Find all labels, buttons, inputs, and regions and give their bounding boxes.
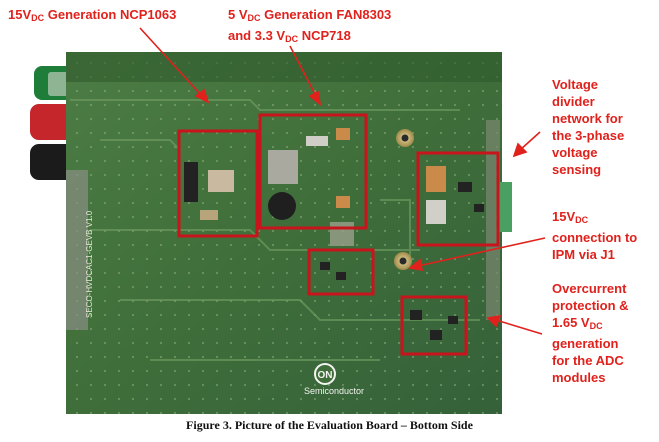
annotation-line: Voltage xyxy=(552,77,598,92)
annotation-text: NCP718 xyxy=(298,28,351,43)
highlight-ncp1063 xyxy=(177,129,259,238)
logo-text: ON xyxy=(318,370,333,381)
onsemi-logo: ON Semiconductor xyxy=(304,363,364,396)
black-terminal xyxy=(30,144,76,180)
brand-text: Semiconductor xyxy=(304,386,364,396)
annotation-line: network for xyxy=(552,111,623,126)
annotation-line: the 3-phase xyxy=(552,128,625,143)
annotation-subscript: DC xyxy=(575,215,589,225)
red-terminal xyxy=(30,104,76,140)
annotation-line: 1.65 VDC xyxy=(552,314,629,335)
right-connector xyxy=(498,182,512,232)
annotation-line: modules xyxy=(552,370,606,385)
annotation-line: protection & xyxy=(552,298,629,313)
annotation-subscript: DC xyxy=(285,34,299,44)
annotation-text: 15V xyxy=(8,7,32,22)
annotation-subscript: DC xyxy=(589,321,603,331)
annotation-fan8303: 5 VDC Generation FAN8303 and 3.3 VDC NCP… xyxy=(228,6,391,48)
annotation-line: and 3.3 VDC NCP718 xyxy=(228,27,391,48)
annotation-text: 5 V xyxy=(228,7,248,22)
annotation-line: voltage xyxy=(552,145,598,160)
highlight-overcurrent xyxy=(400,295,468,356)
figure-caption: Figure 3. Picture of the Evaluation Boar… xyxy=(186,418,473,432)
voltage-divider-area xyxy=(426,166,484,224)
board-silkscreen: SECO-HVDCAC1-GEVB V1.0 xyxy=(85,210,94,318)
annotation-line: IPM via J1 xyxy=(552,247,615,262)
annotation-voltage-divider: Voltage divider network for the 3-phase … xyxy=(552,76,624,178)
annotation-line: Overcurrent xyxy=(552,281,627,296)
annotation-overcurrent: Overcurrent protection & 1.65 VDC genera… xyxy=(552,280,629,386)
annotation-text: and 3.3 V xyxy=(228,28,286,43)
fan8303-area xyxy=(268,128,350,220)
callout-arrows xyxy=(139,27,546,335)
annotation-subscript: DC xyxy=(247,13,261,23)
heatsink-edge xyxy=(66,170,88,330)
annotation-line: sensing xyxy=(552,162,602,177)
annotation-line: generation xyxy=(552,336,619,351)
annotation-line: for the ADC xyxy=(552,353,624,368)
annotation-text: Generation NCP1063 xyxy=(44,7,177,22)
highlight-fan8303 xyxy=(258,113,368,230)
annotation-ncp1063: 15VDC Generation NCP1063 xyxy=(8,6,176,27)
highlight-j1 xyxy=(307,248,375,296)
annotation-line: divider xyxy=(552,94,595,109)
ncp1063-area xyxy=(184,162,234,220)
highlight-voltage-divider xyxy=(416,151,500,247)
annotation-text: 1.65 V xyxy=(552,315,590,330)
annotation-line: 15VDC xyxy=(552,208,637,229)
annotation-line: connection to xyxy=(552,230,638,245)
annotation-text: Generation FAN8303 xyxy=(260,7,392,22)
annotation-j1: 15VDC connection to IPM via J1 xyxy=(552,208,637,263)
annotation-line: 5 VDC Generation FAN8303 xyxy=(228,6,391,27)
annotation-text: 15V xyxy=(552,209,576,224)
annotation-subscript: DC xyxy=(31,13,45,23)
highlight-boxes xyxy=(177,113,500,356)
